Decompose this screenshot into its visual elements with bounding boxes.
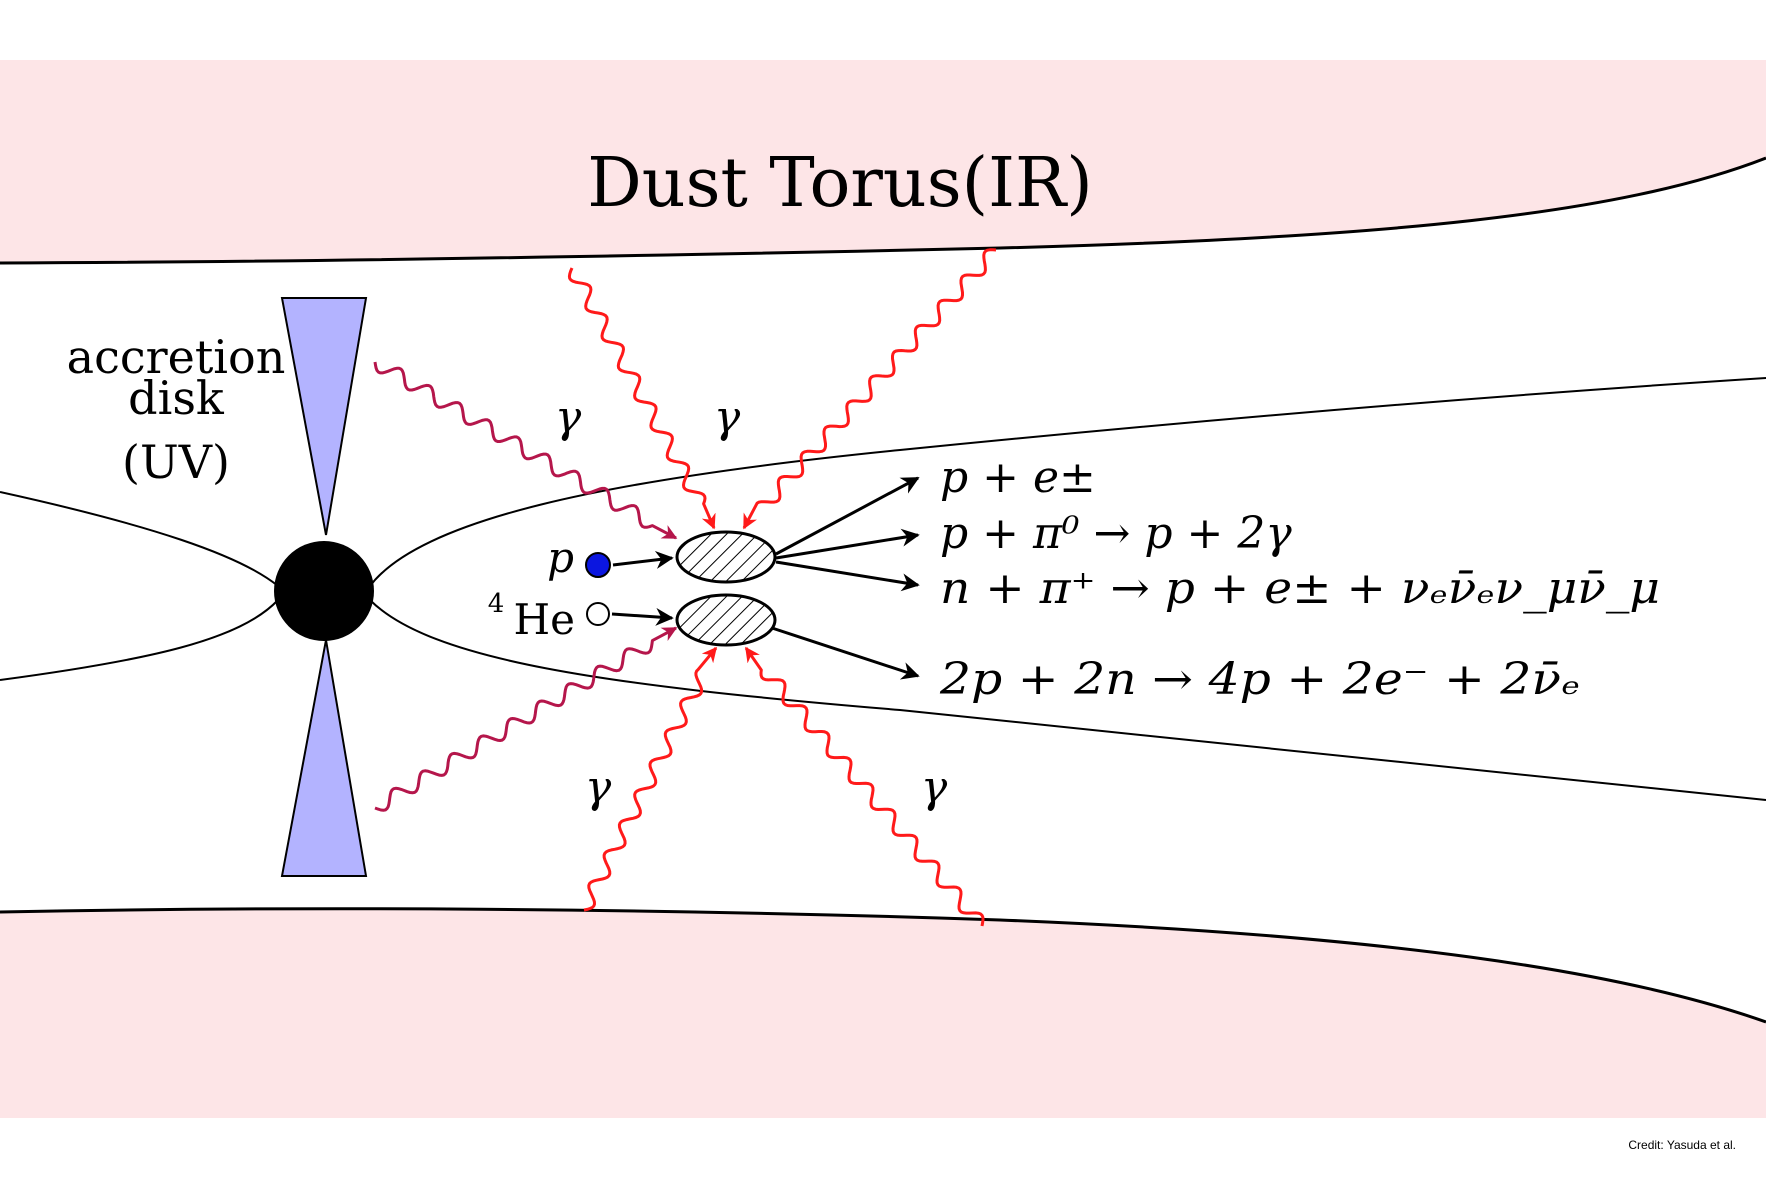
helium-incoming-arrow — [611, 607, 674, 626]
accretion-label-line2: disk — [128, 371, 225, 425]
gamma-label-ir-top: γ — [714, 392, 741, 443]
helium-mass-label: 4 — [488, 589, 505, 619]
accretion-disk-upper — [280, 297, 368, 536]
product-arrow-1 — [775, 476, 920, 556]
dust-torus-bottom-edge — [0, 907, 1766, 1024]
dust-torus-bottom — [0, 908, 1766, 1118]
photon-group — [373, 248, 997, 927]
interaction-region-helium — [675, 593, 777, 647]
dust-torus-title: Dust Torus(IR) — [587, 144, 1092, 223]
photon-ir-bottom-right — [744, 646, 985, 927]
dust-torus-top-edge — [0, 156, 1766, 265]
proton-label: p — [547, 533, 574, 582]
helium-label: He — [514, 595, 575, 644]
jet-cone-upper — [369, 377, 1766, 587]
region-curve-left-bottom — [0, 599, 279, 681]
product-arrow-2 — [775, 528, 920, 560]
reaction-2: p + π⁰ → p + 2γ — [940, 508, 1292, 559]
reaction-4: 2p + 2n → 4p + 2e⁻ + 2ν̄ₑ — [939, 654, 1580, 705]
proton-dot — [585, 552, 611, 578]
gamma-label-uv-top: γ — [555, 392, 582, 443]
photon-uv-lower — [374, 626, 678, 812]
proton-incoming-arrow — [612, 550, 674, 569]
gamma-label-ir-bottom-left: γ — [585, 762, 612, 813]
gamma-label-ir-bottom-right: γ — [921, 762, 948, 813]
reaction-1: p + e± — [940, 452, 1096, 503]
accretion-label-line3: (UV) — [122, 435, 230, 489]
photon-ir-top-right — [742, 248, 997, 530]
photon-uv-upper — [373, 361, 678, 540]
product-arrow-4 — [771, 626, 920, 680]
photon-ir-bottom-left — [583, 646, 718, 912]
credit-text: Credit: Yasuda et al. — [1628, 1138, 1736, 1152]
accretion-label-line1: accretion — [67, 330, 286, 384]
region-curve-left-top — [0, 491, 279, 587]
helium-dot — [586, 602, 610, 626]
accretion-disk-lower — [280, 639, 368, 877]
reaction-3: n + π⁺ → p + e± + νₑν̄ₑν_μν̄_μ — [940, 563, 1660, 614]
dust-torus-top — [0, 60, 1766, 263]
interaction-region-proton — [675, 530, 777, 584]
black-hole — [274, 541, 374, 641]
product-arrow-3 — [775, 560, 920, 592]
photon-ir-top-left — [567, 267, 716, 530]
